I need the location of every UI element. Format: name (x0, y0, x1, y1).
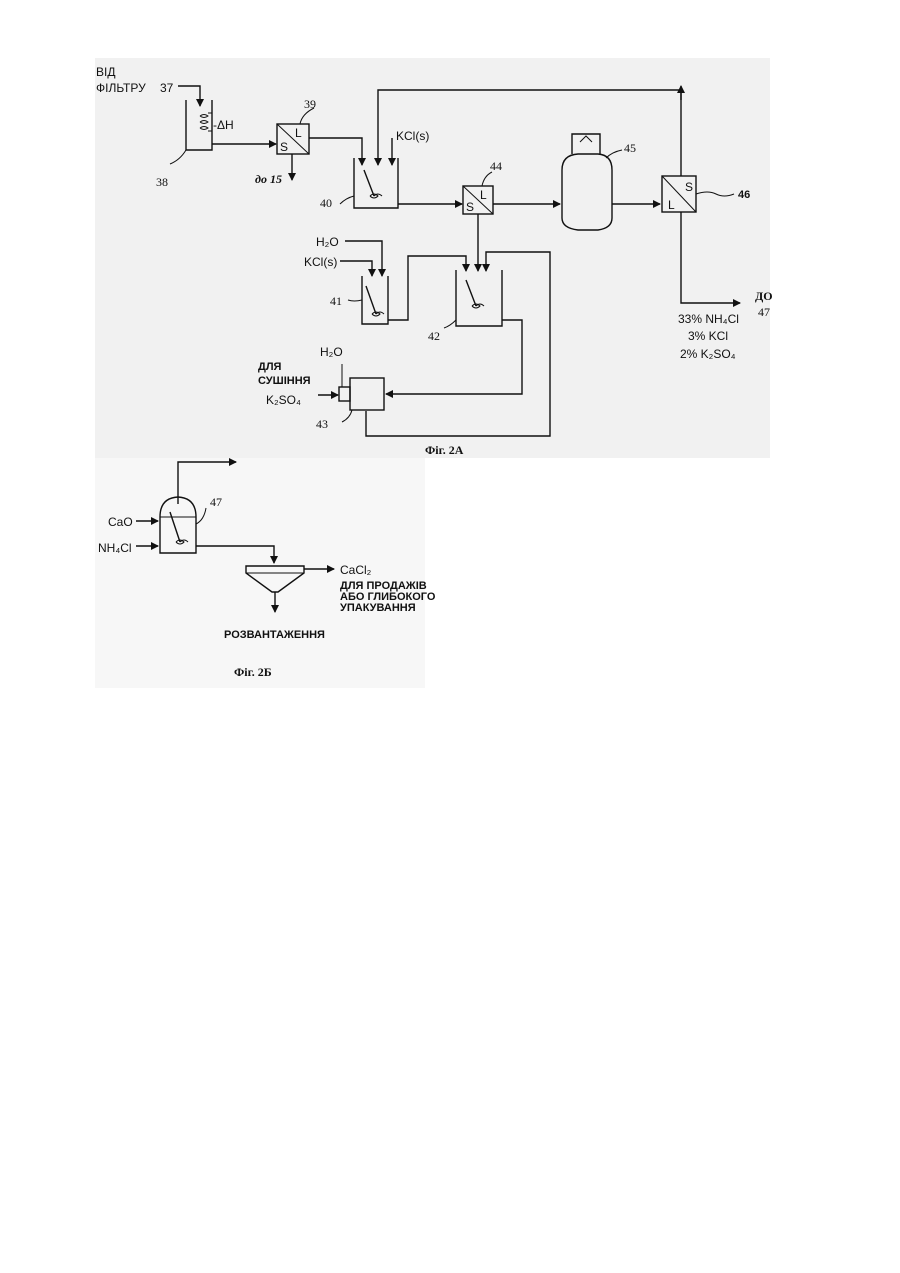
figure-a-background (95, 58, 770, 458)
label-to47-2: 47 (758, 305, 770, 319)
label-kcl-top: KCl(s) (396, 129, 429, 143)
label-to15: до 15 (255, 172, 282, 186)
sep46-s: S (685, 180, 693, 194)
label-39: 39 (304, 97, 316, 111)
label-sale-3: УПАКУВАННЯ (340, 602, 416, 614)
label-from-filter-2: ФІЛЬТРУ (96, 81, 146, 95)
label-41: 41 (330, 294, 342, 308)
label-44: 44 (490, 159, 502, 173)
composition-2: 3% KCl (688, 329, 728, 343)
composition-1: 33% NH₄Cl (678, 312, 739, 326)
label-kcl-left: KCl(s) (304, 255, 337, 269)
label-45: 45 (624, 141, 636, 155)
label-dry-1: ДЛЯ (258, 361, 282, 373)
sep39-s: S (280, 140, 288, 154)
label-dry-2: СУШІННЯ (258, 375, 311, 387)
figure-a-caption: Фіг. 2А (425, 443, 464, 457)
label-40: 40 (320, 196, 332, 210)
label-heat: -ΔH (213, 118, 234, 132)
sep44-s: S (466, 200, 474, 214)
label-from-filter-num: 37 (160, 81, 174, 95)
label-h2o-dry: H₂O (320, 345, 343, 359)
sep44-l: L (480, 188, 487, 202)
label-cacl2: CaCl₂ (340, 563, 372, 577)
label-47: 47 (210, 495, 222, 509)
label-nh4cl: NH₄Cl (98, 541, 132, 555)
sep39-l: L (295, 126, 302, 140)
label-unload: РОЗВАНТАЖЕННЯ (224, 629, 325, 641)
label-46: 46 (738, 189, 750, 201)
figure-b-caption: Фіг. 2Б (234, 665, 272, 679)
composition-3: 2% K₂SO₄ (680, 347, 736, 361)
label-h2o-left: H₂O (316, 235, 339, 249)
label-42: 42 (428, 329, 440, 343)
label-to47-1: ДО (755, 289, 773, 303)
label-43: 43 (316, 417, 328, 431)
label-from-filter-1: ВІД (96, 65, 115, 79)
label-cao: CaO (108, 515, 133, 529)
label-38: 38 (156, 175, 168, 189)
label-k2so4: K₂SO₄ (266, 393, 301, 407)
sep46-l: L (668, 198, 675, 212)
